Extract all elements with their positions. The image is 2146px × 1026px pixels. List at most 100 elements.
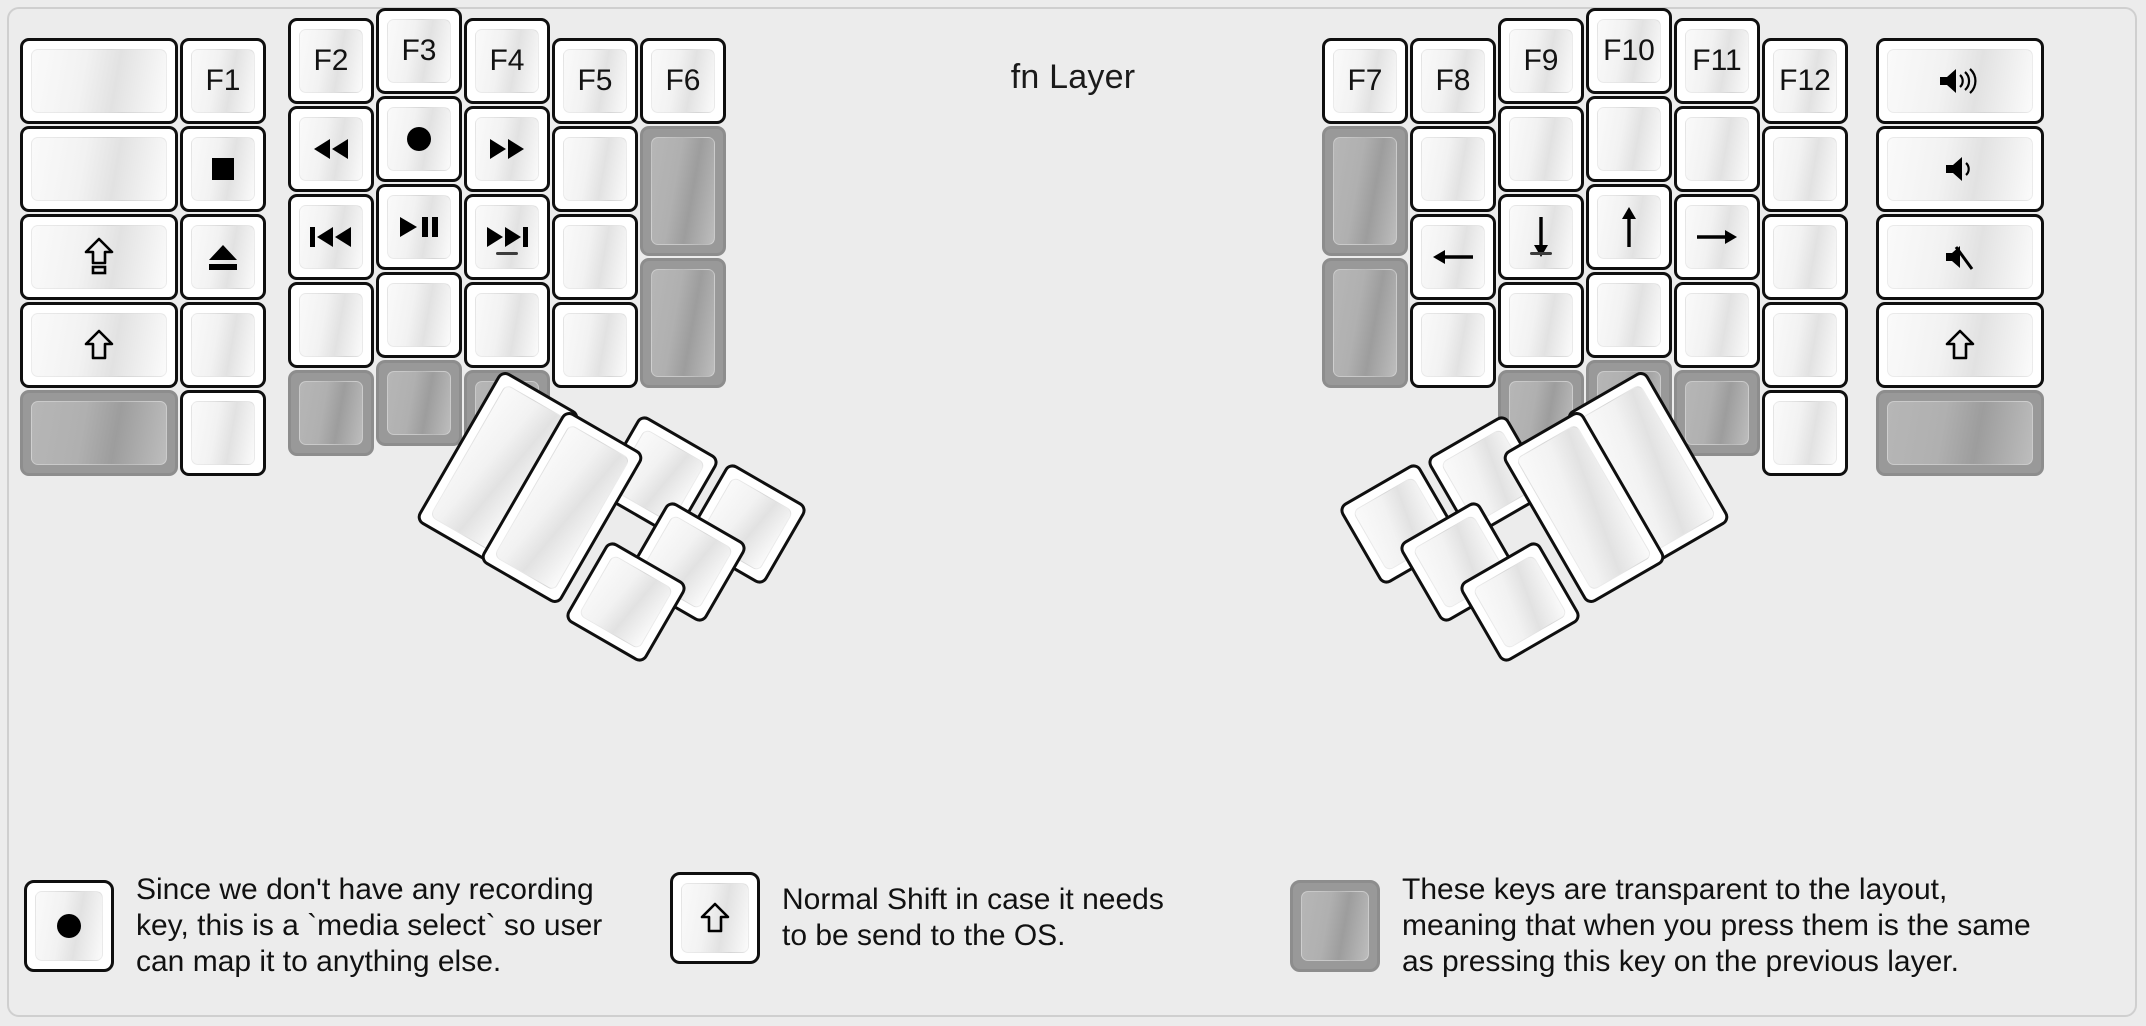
record-icon	[402, 122, 436, 156]
keycap-surface	[1597, 283, 1661, 347]
keycap-surface	[563, 137, 627, 201]
keycap-right-4-3[interactable]	[1586, 184, 1672, 270]
keycap-left-3-5[interactable]	[288, 370, 374, 456]
keycap-right-5-1[interactable]: F11	[1674, 18, 1760, 104]
keycap-left-1-4[interactable]	[20, 302, 178, 388]
keycap-left-4-3[interactable]	[376, 184, 462, 270]
keycap-left-2-5[interactable]	[180, 390, 266, 476]
keycap-label: F5	[577, 64, 613, 97]
keycap-left-3-3[interactable]	[288, 194, 374, 280]
keycap-left-6-1[interactable]: F5	[552, 38, 638, 124]
keycap-left-5-4[interactable]	[464, 282, 550, 368]
keycap-right-3-2[interactable]	[1498, 106, 1584, 192]
keycap-surface	[387, 195, 451, 259]
keycap-surface	[191, 313, 255, 377]
keycap-surface	[31, 225, 167, 289]
keycap-right-6-5[interactable]	[1762, 390, 1848, 476]
play-pause-icon	[397, 214, 441, 240]
keycap-left-7-3[interactable]	[640, 258, 726, 388]
keycap-right-4-2[interactable]	[1586, 96, 1672, 182]
keycap-right-7-3[interactable]	[1876, 214, 2044, 300]
keycap-left-4-4[interactable]	[376, 272, 462, 358]
keycap-surface	[563, 225, 627, 289]
keycap-left-1-1[interactable]	[20, 38, 178, 124]
arrow-down-icon	[1529, 215, 1553, 259]
keycap-right-5-5[interactable]	[1674, 370, 1760, 456]
keycap-left-1-5[interactable]	[20, 390, 178, 476]
keycap-left-2-1[interactable]: F1	[180, 38, 266, 124]
keycap-right-7-1[interactable]	[1876, 38, 2044, 124]
keycap-surface: F9	[1509, 29, 1573, 93]
keycap-left-5-1[interactable]: F4	[464, 18, 550, 104]
keycap-label: F2	[313, 44, 349, 77]
keycap-right-6-4[interactable]	[1762, 302, 1848, 388]
keycap-right-1-3[interactable]	[1322, 258, 1408, 388]
keycap-surface: F1	[191, 49, 255, 113]
keycap-label: F6	[665, 64, 701, 97]
keycap-right-6-2[interactable]	[1762, 126, 1848, 212]
keycap-right-4-1[interactable]: F10	[1586, 8, 1672, 94]
keycap-surface	[1773, 137, 1837, 201]
keycap-right-7-2[interactable]	[1876, 126, 2044, 212]
keycap-right-2-1[interactable]: F8	[1410, 38, 1496, 124]
legend-sample-keycap-2	[670, 872, 760, 964]
keycap-left-2-3[interactable]	[180, 214, 266, 300]
keycap-right-1-2[interactable]	[1322, 126, 1408, 256]
keycap-right-5-4[interactable]	[1674, 282, 1760, 368]
keycap-left-6-4[interactable]	[552, 302, 638, 388]
keycap-right-7-4[interactable]	[1876, 302, 2044, 388]
keycap-left-5-3[interactable]	[464, 194, 550, 280]
keycap-left-2-4[interactable]	[180, 302, 266, 388]
keycap-surface	[475, 293, 539, 357]
keycap-left-4-2[interactable]	[376, 96, 462, 182]
keycap-surface: F7	[1333, 49, 1397, 113]
keycap-right-3-4[interactable]	[1498, 282, 1584, 368]
keycap-surface	[1333, 137, 1397, 245]
keycap-label: F11	[1692, 44, 1742, 77]
keycap-left-6-2[interactable]	[552, 126, 638, 212]
legend-line: to be send to the OS.	[782, 919, 1066, 952]
keycap-label: F4	[489, 44, 525, 77]
keycap-surface	[1685, 205, 1749, 269]
keycap-left-1-3[interactable]	[20, 214, 178, 300]
keycap-right-2-4[interactable]	[1410, 302, 1496, 388]
keycap-left-2-2[interactable]	[180, 126, 266, 212]
keycap-surface	[1421, 137, 1485, 201]
keycap-right-2-2[interactable]	[1410, 126, 1496, 212]
keycap-right-6-3[interactable]	[1762, 214, 1848, 300]
keycap-surface	[1333, 269, 1397, 377]
keycap-surface	[1887, 225, 2033, 289]
keycap-left-3-2[interactable]	[288, 106, 374, 192]
keycap-left-7-2[interactable]	[640, 126, 726, 256]
record-icon	[52, 909, 86, 943]
keycap-right-3-1[interactable]: F9	[1498, 18, 1584, 104]
keycap-left-3-4[interactable]	[288, 282, 374, 368]
keycap-surface	[299, 293, 363, 357]
keycap-left-6-3[interactable]	[552, 214, 638, 300]
keycap-surface	[651, 269, 715, 377]
volume-mute-icon	[1943, 242, 1977, 272]
legend-keycap-surface	[681, 883, 749, 953]
keycap-surface	[1421, 313, 1485, 377]
keycap-surface	[1773, 225, 1837, 289]
legend-line: can map it to anything else.	[136, 945, 502, 978]
keycap-right-2-3[interactable]	[1410, 214, 1496, 300]
keycap-right-1-1[interactable]: F7	[1322, 38, 1408, 124]
keycap-right-5-3[interactable]	[1674, 194, 1760, 280]
arrow-left-icon	[1431, 245, 1475, 269]
keycap-right-7-5[interactable]	[1876, 390, 2044, 476]
keycap-right-6-1[interactable]: F12	[1762, 38, 1848, 124]
keycap-left-4-1[interactable]: F3	[376, 8, 462, 94]
keycap-left-7-1[interactable]: F6	[640, 38, 726, 124]
keycap-right-3-3[interactable]	[1498, 194, 1584, 280]
keycap-right-5-2[interactable]	[1674, 106, 1760, 192]
keycap-left-4-5[interactable]	[376, 360, 462, 446]
keycap-left-5-2[interactable]	[464, 106, 550, 192]
volume-up-icon	[1937, 66, 1983, 96]
keycap-surface	[299, 381, 363, 445]
keycap-left-3-1[interactable]: F2	[288, 18, 374, 104]
legend-line: key, this is a `media select` so user	[136, 909, 603, 942]
keycap-right-4-4[interactable]	[1586, 272, 1672, 358]
keycap-left-1-2[interactable]	[20, 126, 178, 212]
